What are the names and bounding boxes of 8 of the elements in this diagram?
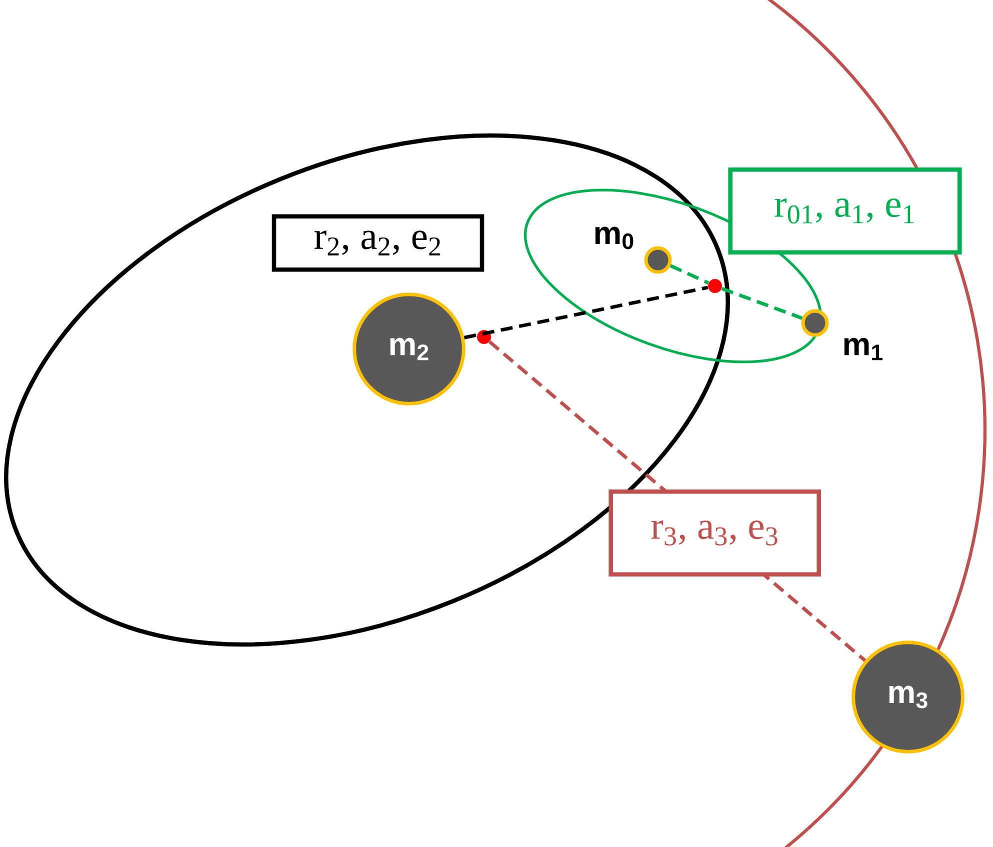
node-label: m$_{1}$ — [844, 338, 883, 360]
barycenter-dot — [477, 330, 491, 344]
connector-line — [464, 286, 708, 340]
parameter-box: r$_{2}$, a$_{2}$, e$_{2}$ — [272, 214, 484, 272]
connector-line — [670, 264, 710, 285]
parameter-box: r$_{3}$, a$_{3}$, e$_{3}$ — [608, 490, 821, 576]
node-label: m$_{0}$ — [595, 226, 634, 250]
barycenter-dot — [708, 279, 722, 293]
